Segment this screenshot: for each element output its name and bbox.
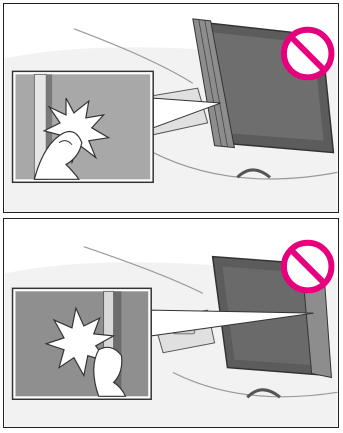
detail-inset xyxy=(13,71,154,182)
prohibition-icon xyxy=(284,243,332,291)
detail-inset xyxy=(13,288,152,399)
hand-illustration xyxy=(94,347,126,396)
panel-top xyxy=(3,3,339,213)
panel-bottom xyxy=(3,218,339,428)
panel-bottom-drawing xyxy=(4,219,338,427)
panel-top-drawing xyxy=(4,4,338,212)
prohibition-icon xyxy=(284,30,332,78)
